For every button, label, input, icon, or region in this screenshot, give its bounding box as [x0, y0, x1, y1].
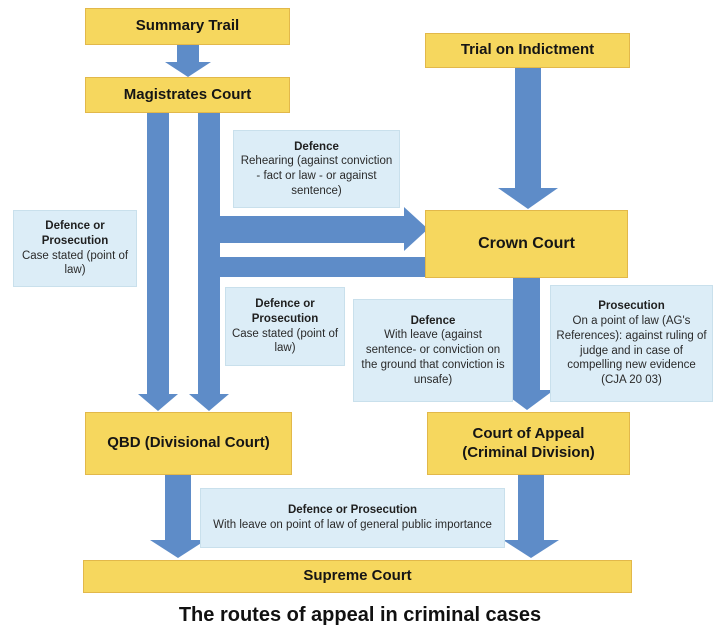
note-title: Defence: [294, 140, 339, 153]
note-title: Defence or Prosecution: [251, 298, 319, 325]
magistrates-court-label: Magistrates Court: [123, 85, 252, 103]
qbd-divisional-court-label: QBD (Divisional Court): [107, 434, 270, 452]
note-prosecution-point-of-law: Prosecution On a point of law (AG's Refe…: [550, 285, 713, 402]
supreme-court-label: Supreme Court: [303, 567, 412, 585]
arrow-trial-to-crown-head-icon: [498, 188, 558, 209]
trial-on-indictment-box: Trial on Indictment: [425, 33, 630, 68]
note-leave-public-importance: Defence or Prosecution With leave on poi…: [200, 488, 505, 548]
arrow-qbd-to-supreme-shaft: [165, 475, 191, 541]
note-title: Prosecution: [598, 300, 665, 313]
arrow-magistrates-to-crown-shaft: [198, 216, 404, 243]
note-defence-with-leave: Defence With leave (against sentence- or…: [353, 299, 513, 402]
connector-crown-to-qbd-horizontal: [198, 257, 425, 277]
magistrates-court-box: Magistrates Court: [85, 77, 290, 113]
arrow-qbd-to-supreme-head-icon: [150, 540, 206, 558]
court-of-appeal-label: Court of Appeal (Criminal Division): [462, 424, 595, 461]
crown-court-label: Crown Court: [478, 235, 575, 252]
arrow-crown-to-appeal-head-icon: [500, 390, 554, 410]
note-case-stated-crown: Defence or Prosecution Case stated (poin…: [225, 287, 345, 366]
note-body: On a point of law (AG's References): aga…: [556, 315, 707, 386]
arrow-trial-to-crown-shaft: [515, 68, 541, 189]
note-defence-rehearing: Defence Rehearing (against conviction - …: [233, 130, 400, 208]
court-of-appeal-box: Court of Appeal (Criminal Division): [427, 412, 630, 475]
arrow-crown-to-appeal-shaft: [513, 278, 540, 391]
note-body: With leave on point of law of general pu…: [213, 519, 492, 531]
note-title: Defence: [410, 314, 456, 327]
arrow-summary-to-magistrates-head-icon: [165, 62, 211, 77]
arrow-crown-to-qbd-head-icon: [189, 394, 229, 411]
diagram-caption: The routes of appeal in criminal cases: [178, 604, 542, 626]
note-body: Case stated (point of law): [21, 249, 129, 277]
arrow-summary-to-magistrates-shaft: [177, 45, 199, 63]
qbd-divisional-court-box: QBD (Divisional Court): [85, 412, 292, 475]
arrow-magistrates-to-qbd-left-shaft: [147, 113, 169, 395]
arrow-magistrates-to-qbd-left-head-icon: [138, 394, 178, 411]
note-title: Defence or Prosecution: [287, 504, 418, 517]
note-case-stated-magistrates: Defence or Prosecution Case stated (poin…: [13, 210, 137, 287]
note-body: Rehearing (against conviction - fact or …: [240, 155, 393, 197]
supreme-court-box: Supreme Court: [83, 560, 632, 593]
crown-court-box: Crown Court: [425, 210, 628, 278]
arrow-crown-to-qbd-shaft: [198, 113, 220, 395]
arrow-appeal-to-supreme-head-icon: [503, 540, 559, 558]
note-title: Defence or Prosecution: [41, 220, 109, 247]
trial-on-indictment-label: Trial on Indictment: [460, 41, 595, 59]
arrow-appeal-to-supreme-shaft: [518, 475, 544, 541]
summary-trail-box: Summary Trail: [85, 8, 290, 45]
note-body: Case stated (point of law): [231, 327, 339, 355]
note-body: With leave (against sentence- or convict…: [361, 329, 505, 386]
arrow-magistrates-to-crown-head-icon: [404, 207, 428, 251]
summary-trail-label: Summary Trail: [135, 17, 240, 35]
